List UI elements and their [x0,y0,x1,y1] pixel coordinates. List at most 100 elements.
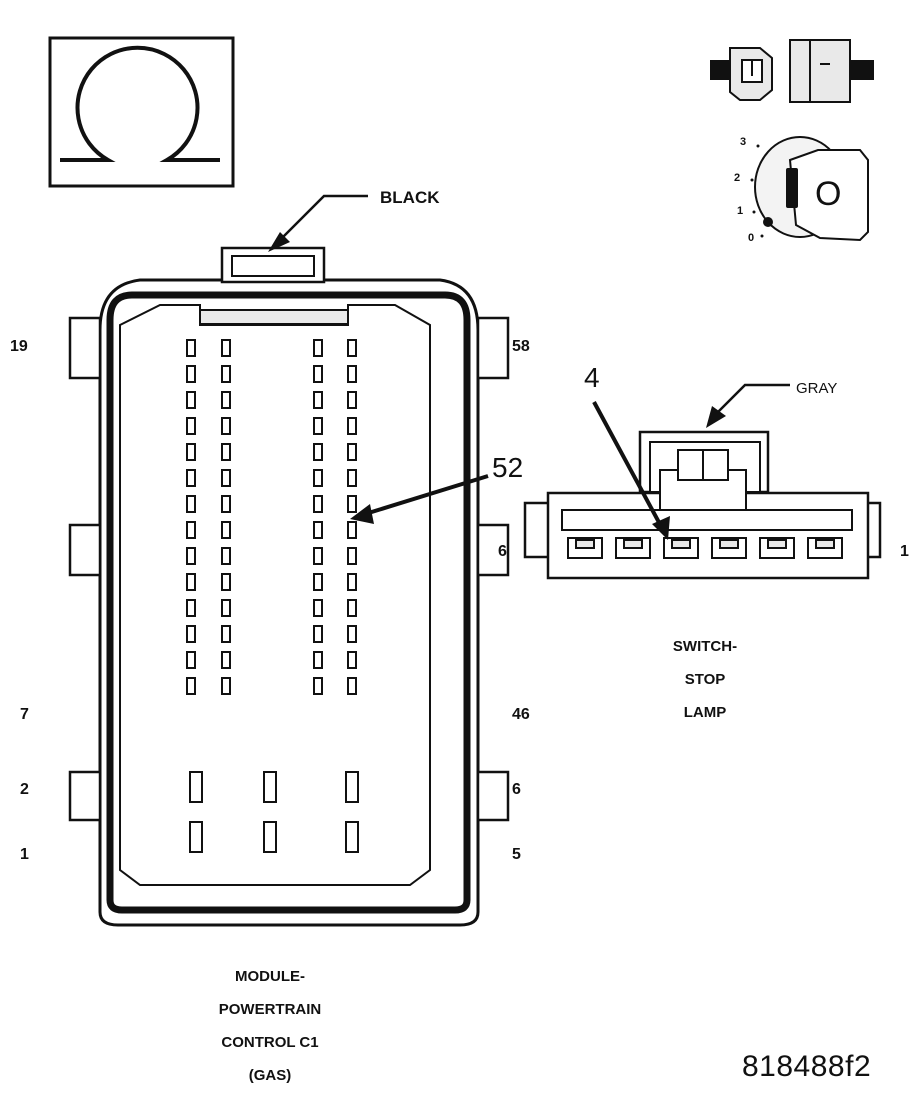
pcm-pin-cavity [347,521,357,539]
pcm-pin-cavity [313,651,323,669]
pcm-caption-line-2: POWERTRAIN [218,1001,322,1018]
pcm-pin-cavity [313,521,323,539]
ignition-key-letter: O [815,175,842,213]
pin-52-arrowhead [350,504,374,524]
pcm-caption-line-1: MODULE- [235,968,305,985]
pcm-pin-cavity [186,573,196,591]
pcm-pin-label-19: 19 [10,338,28,355]
pcm-pin-cavity [186,521,196,539]
switch-caption-line-2: STOP [684,671,726,688]
pin-52-leader-line [361,474,489,517]
ohm-icon [48,36,235,188]
ignition-key-icon [754,136,869,242]
pcm-pin-cavity [221,443,231,461]
switch-pin-terminal [623,539,643,549]
pcm-power-pin-cavity [189,821,203,853]
pcm-pin-cavity [221,417,231,435]
pcm-pin-cavity [221,391,231,409]
pcm-pin-cavity [347,677,357,695]
pcm-pin-cavity [347,495,357,513]
pcm-pin-cavity [313,677,323,695]
ignition-dial-marks [750,144,764,238]
switch-pin-terminal [719,539,739,549]
pcm-pin-cavity [221,521,231,539]
switch-caption-line-1: SWITCH- [672,638,738,655]
pcm-pin-cavity [221,625,231,643]
ignition-dial-tick [760,234,764,238]
pcm-pin-label-6: 6 [512,781,521,798]
pcm-pin-cavity [313,625,323,643]
pcm-pin-cavity [221,495,231,513]
pcm-pin-cavity [221,573,231,591]
pcm-pin-cavity [221,677,231,695]
pcm-pin-cavities [186,339,359,853]
ignition-position-0: 0 [748,232,755,244]
pcm-pin-cavity [347,469,357,487]
pcm-pin-cavity [186,495,196,513]
ignition-dial-tick [756,144,760,148]
pcm-power-pin-cavity [263,821,277,853]
ignition-position-1: 1 [737,205,744,217]
pcm-pin-cavity [186,443,196,461]
pcm-pin-cavity [186,651,196,669]
pcm-caption: MODULE- POWERTRAIN CONTROL C1 (GAS) [150,960,390,1092]
switch-pin-label-6: 6 [498,543,507,560]
pcm-pin-label-2: 2 [20,781,29,798]
pcm-pin-cavity [347,339,357,357]
pcm-pin-cavity [313,599,323,617]
gray-leader-line [717,383,790,413]
pcm-pin-cavity [347,599,357,617]
pcm-pin-cavity [347,573,357,591]
pcm-pin-cavity [186,469,196,487]
pcm-power-pin-cavity [189,771,203,803]
pcm-pin-cavity [347,651,357,669]
switch-pin-terminal [767,539,787,549]
pcm-pin-cavity [347,625,357,643]
switch-pin-label-1: 1 [900,543,909,560]
ignition-position-3: 3 [740,136,747,148]
pcm-pin-cavity [221,339,231,357]
switch-caption: SWITCH- STOP LAMP [620,630,790,729]
pcm-pin-cavity [347,417,357,435]
pcm-pin-cavity [313,469,323,487]
pcm-pin-label-7: 7 [20,706,29,723]
ignition-dial-tick [752,210,756,214]
switch-color-label: GRAY [796,380,838,397]
pin-4-arrowhead [652,516,670,540]
pcm-pin-cavity [186,547,196,565]
switch-pin-terminal [815,539,835,549]
pcm-pin-label-58: 58 [512,338,530,355]
pcm-callout-pin: 52 [492,452,524,483]
pcm-pin-label-5: 5 [512,846,521,863]
pcm-pin-cavity [186,677,196,695]
pcm-pin-cavity [186,417,196,435]
pcm-power-pin-cavity [263,771,277,803]
pcm-pin-cavity [221,547,231,565]
ignition-dial-tick [750,178,754,182]
pcm-color-label: BLACK [380,188,440,207]
pcm-pin-cavity [313,443,323,461]
pcm-pin-cavity [313,547,323,565]
pcm-caption-line-4: (GAS) [248,1067,292,1084]
connector-plug-icon [710,39,874,103]
pcm-pin-cavity [347,365,357,383]
pcm-pin-label-1: 1 [20,846,29,863]
pcm-pin-cavity [347,547,357,565]
pcm-pin-cavity [313,573,323,591]
pcm-pin-cavity [186,339,196,357]
pcm-pin-cavity [313,417,323,435]
gray-leader-arrowhead [706,406,726,428]
pcm-pin-cavity [186,365,196,383]
pcm-pin-cavity [186,599,196,617]
pcm-pin-cavity [313,495,323,513]
pcm-power-pin-cavity [345,771,359,803]
ignition-position-2: 2 [734,172,741,184]
pcm-pin-cavity [221,599,231,617]
pcm-pin-cavity [313,391,323,409]
switch-callout-pin: 4 [584,362,600,393]
switch-caption-line-3: LAMP [683,704,727,721]
switch-pin-cavities [567,537,843,559]
pcm-pin-cavity [186,391,196,409]
